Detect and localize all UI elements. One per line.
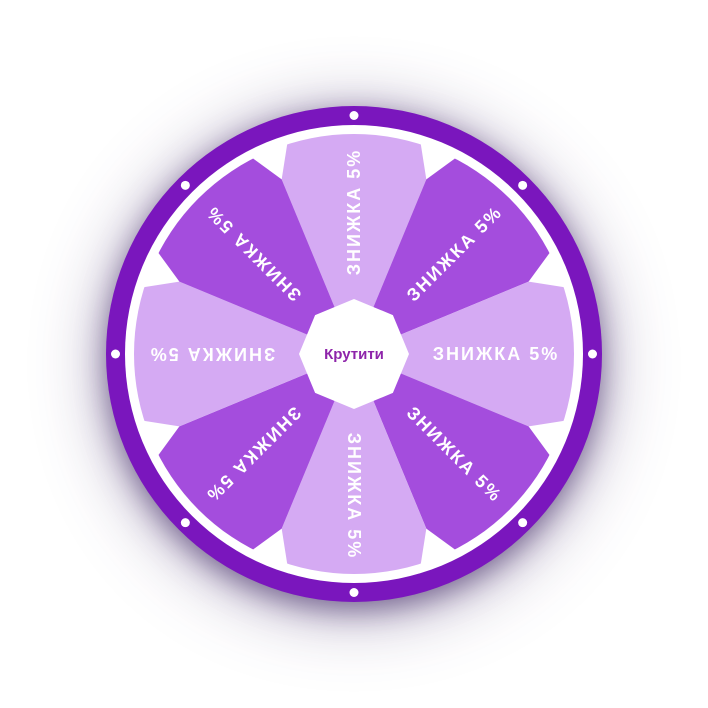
rim-light-dot-icon xyxy=(349,111,359,120)
wheel-segment xyxy=(150,354,354,558)
segment-divider-pointer-icon xyxy=(420,528,458,567)
rim-light-dot-icon xyxy=(518,518,528,528)
wheel-segment xyxy=(134,269,354,439)
segment-divider-pointer-icon xyxy=(528,250,567,288)
segment-divider-pointer-icon xyxy=(528,420,567,458)
segment-divider-pointer-icon xyxy=(141,250,180,288)
spin-button[interactable]: Крутити xyxy=(299,299,409,409)
segment-label: ЗНИЖКА 5% xyxy=(344,149,364,275)
wheel-segment xyxy=(354,269,574,439)
segment-divider-pointer-icon xyxy=(141,420,180,458)
segment-label: ЗНИЖКА 5% xyxy=(149,344,275,364)
wheel-segment xyxy=(354,354,558,558)
wheel-segment xyxy=(269,134,439,354)
rim-light-dot-icon xyxy=(180,180,190,190)
rim-light-dot-icon xyxy=(180,518,190,528)
rim-light-dot-icon xyxy=(588,349,597,359)
segment-divider-pointer-icon xyxy=(250,141,288,180)
wheel-segment xyxy=(269,354,439,574)
rim-light-dot-icon xyxy=(349,588,359,597)
segment-divider-pointer-icon xyxy=(420,141,458,180)
rim-light-dot-icon xyxy=(518,180,528,190)
wheel-segment xyxy=(150,150,354,354)
wheel-segment xyxy=(354,150,558,354)
segment-label: ЗНИЖКА 5% xyxy=(344,433,364,559)
spin-button-label: Крутити xyxy=(324,345,384,363)
segment-divider-pointer-icon xyxy=(250,528,288,567)
segment-label: ЗНИЖКА 5% xyxy=(433,344,559,364)
rim-light-dot-icon xyxy=(111,349,120,359)
